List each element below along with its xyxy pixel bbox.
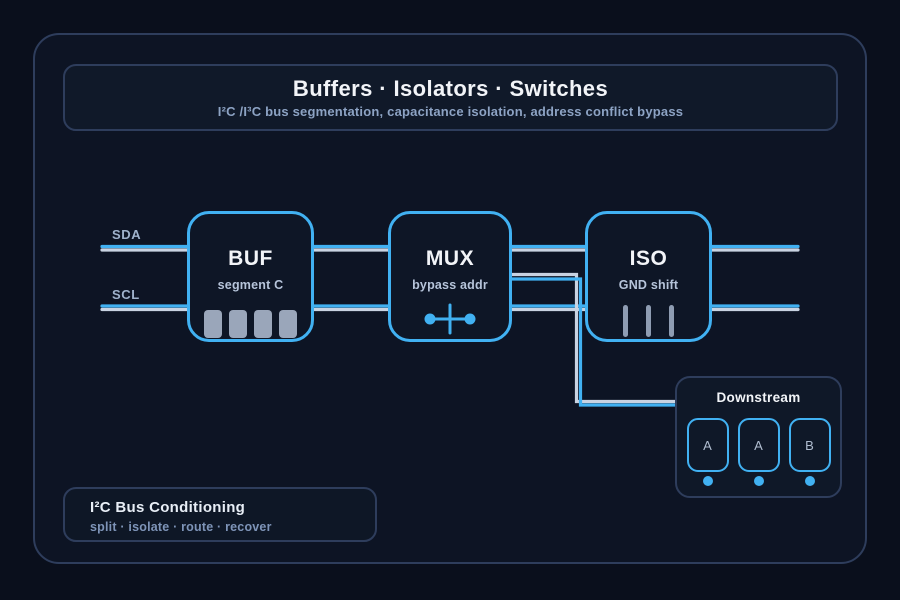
- block-mux-subtitle: bypass addr: [412, 278, 488, 292]
- page-title: Buffers · Isolators · Switches: [292, 76, 609, 101]
- block-mux-title: MUX: [425, 247, 475, 270]
- downstream-node: B: [788, 418, 831, 486]
- buffer-channel-bars-icon: [204, 310, 297, 338]
- buffer-bar: [229, 310, 247, 338]
- buffer-bar: [279, 310, 297, 338]
- node-label: A: [737, 418, 780, 472]
- node-label: B: [788, 418, 831, 472]
- crossbar-switch-icon: [424, 303, 476, 335]
- sda-label: SDA: [112, 227, 142, 242]
- block-buf-title: BUF: [228, 247, 273, 270]
- caption-subtitle: split · isolate · route · recover: [90, 520, 272, 534]
- node-port-dot-icon: [702, 476, 713, 486]
- block-buf-subtitle: segment C: [217, 278, 284, 292]
- isolation-barrier-icon: [623, 305, 674, 337]
- node-port-dot-icon: [753, 476, 764, 486]
- scl-label: SCL: [112, 287, 140, 302]
- isolation-bar: [669, 305, 674, 337]
- block-iso: ISO GND shift: [585, 211, 712, 342]
- downstream-node-row: A A B: [686, 418, 831, 486]
- block-iso-subtitle: GND shift: [618, 278, 679, 292]
- header-panel: Buffers · Isolators · Switches I²C /I³C …: [63, 64, 838, 131]
- downstream-node: A: [737, 418, 780, 486]
- block-iso-title: ISO: [629, 247, 668, 270]
- buffer-bar: [254, 310, 272, 338]
- block-buf: BUF segment C: [187, 211, 314, 342]
- caption-title: I²C Bus Conditioning: [90, 499, 246, 516]
- isolation-bar: [646, 305, 651, 337]
- buffer-bar: [204, 310, 222, 338]
- block-mux: MUX bypass addr: [388, 211, 512, 342]
- node-port-dot-icon: [804, 476, 815, 486]
- node-label: A: [686, 418, 729, 472]
- isolation-bar: [623, 305, 628, 337]
- downstream-panel: Downstream A A B: [675, 376, 842, 498]
- page-subtitle: I²C /I³C bus segmentation, capacitance i…: [217, 104, 684, 119]
- downstream-title: Downstream: [716, 390, 801, 405]
- downstream-node: A: [686, 418, 729, 486]
- caption-panel: I²C Bus Conditioning split · isolate · r…: [63, 487, 377, 542]
